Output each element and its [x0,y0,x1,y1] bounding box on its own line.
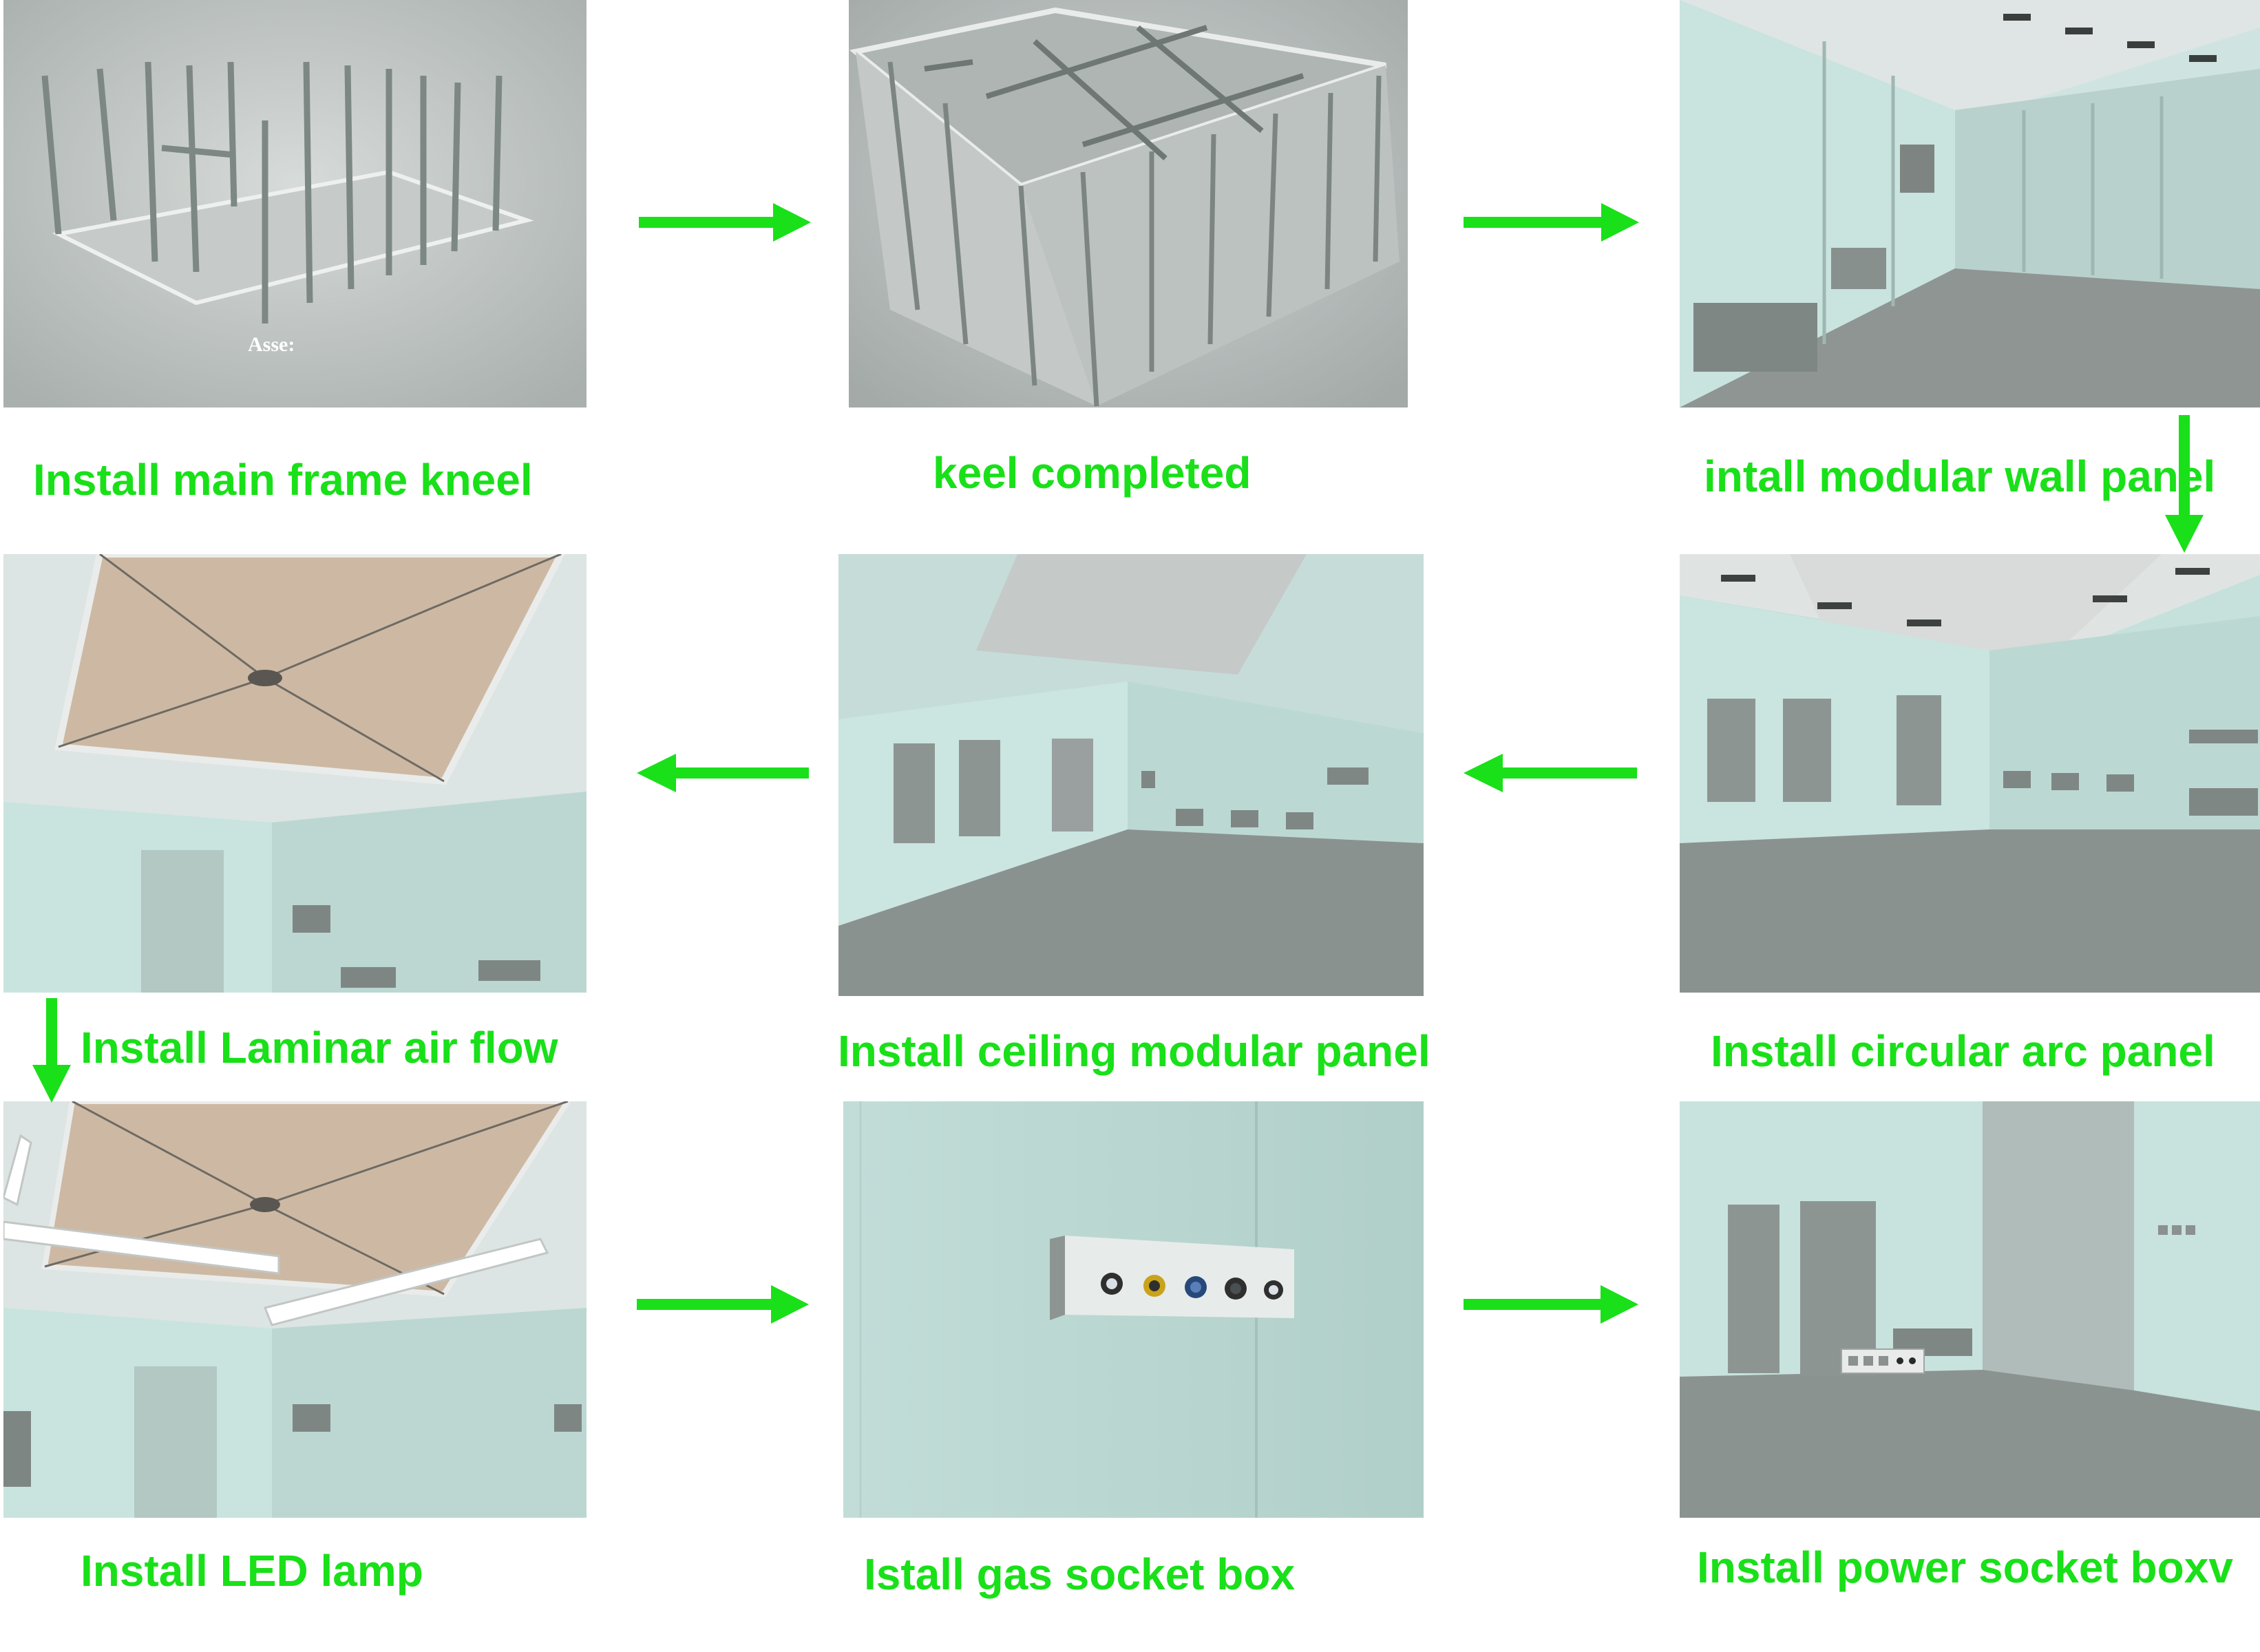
step-9-image [1680,1101,2260,1518]
step-3-image [1680,0,2260,407]
step-9-caption: Install power socket boxv [1697,1543,2233,1592]
step-8-caption: Istall gas socket box [864,1549,1296,1599]
step-5-image [838,554,1424,996]
arrow-step7-to-step8 [637,1285,809,1324]
step-4-caption: Install circular arc panel [1711,1026,2215,1076]
arrow-step5-to-step6 [637,754,809,792]
step-1-overlay-text: Asse: [248,333,295,356]
step-4-image [1680,554,2260,993]
step-2-caption: keel completed [933,448,1252,498]
arrow-step2-to-step3 [1464,203,1639,242]
step-5-caption: Install ceiling modular panel [838,1026,1430,1076]
arrow-step8-to-step9 [1464,1285,1638,1324]
step-6-caption: Install Laminar air flow [81,1023,558,1072]
arrow-step3-to-step4 [2165,415,2204,553]
step-3-caption: intall modular wall panel [1704,452,2216,501]
step-8-image [843,1101,1424,1518]
step-1-caption: Install main frame kneel [33,455,533,505]
arrow-step4-to-step5 [1464,754,1637,792]
step-7-caption: Install LED lamp [81,1546,423,1596]
step-6-image [3,554,587,993]
step-7-image [3,1101,587,1518]
arrow-step6-to-step7 [32,998,71,1103]
step-2-image [849,0,1408,407]
step-1-image: Asse: [3,0,587,407]
arrow-step1-to-step2 [639,203,811,242]
